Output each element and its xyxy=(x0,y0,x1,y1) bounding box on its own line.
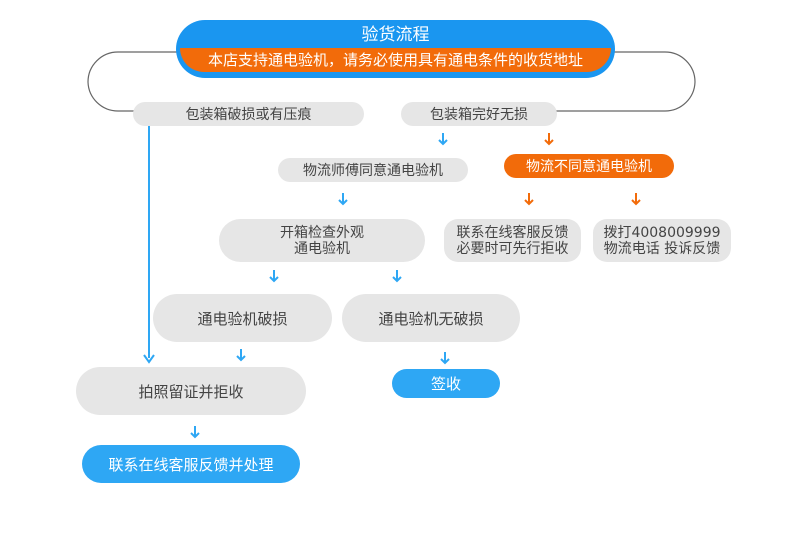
node-courier-refuses-label: 物流不同意通电验机 xyxy=(526,159,652,175)
node-photo-reject-label: 拍照留证并拒收 xyxy=(138,382,244,401)
node-courier-refuses: 物流不同意通电验机 xyxy=(504,154,674,178)
arrow-down-icon xyxy=(440,352,450,365)
damaged-branch-arrowhead xyxy=(143,354,155,364)
outer-loop-line xyxy=(87,51,178,112)
arrow-down-icon xyxy=(269,270,279,283)
node-contact-handle: 联系在线客服反馈并处理 xyxy=(82,445,300,483)
header-box: 验货流程 本店支持通电验机，请务必使用具有通电条件的收货地址 xyxy=(176,20,615,78)
arrow-down-icon xyxy=(544,133,554,146)
node-courier-agrees-label: 物流师傅同意通电验机 xyxy=(303,163,443,179)
node-sign-receive-label: 签收 xyxy=(430,375,461,393)
node-contact-service-line1: 联系在线客服反馈 xyxy=(456,224,569,241)
node-power-test-damaged: 通电验机破损 xyxy=(153,294,332,342)
node-call-hotline-line2: 物流电话 投诉反馈 xyxy=(603,240,721,257)
arrow-down-icon xyxy=(631,193,641,206)
arrow-down-icon xyxy=(392,270,402,283)
node-open-check-line2: 通电验机 xyxy=(294,240,350,257)
node-photo-reject: 拍照留证并拒收 xyxy=(76,367,306,415)
arrow-down-icon xyxy=(338,193,348,206)
arrow-down-icon xyxy=(236,349,246,362)
node-contact-service-line2: 必要时可先行拒收 xyxy=(456,240,569,257)
node-sign-receive: 签收 xyxy=(392,369,500,398)
header-notice: 本店支持通电验机，请务必使用具有通电条件的收货地址 xyxy=(180,48,611,72)
node-box-intact: 包装箱完好无损 xyxy=(401,102,557,126)
header-title: 验货流程 xyxy=(361,25,430,45)
arrow-down-icon xyxy=(524,193,534,206)
outer-loop-line-right xyxy=(556,51,696,112)
arrow-down-icon xyxy=(190,426,200,439)
node-open-check-line1: 开箱检查外观 xyxy=(280,224,364,241)
arrow-down-icon xyxy=(438,133,448,146)
node-call-hotline: 拨打4008009999 物流电话 投诉反馈 xyxy=(593,219,731,262)
node-power-test-ok: 通电验机无破损 xyxy=(342,294,520,342)
node-contact-service: 联系在线客服反馈 必要时可先行拒收 xyxy=(444,219,581,262)
node-box-damaged-label: 包装箱破损或有压痕 xyxy=(185,107,312,123)
node-box-damaged: 包装箱破损或有压痕 xyxy=(133,102,364,126)
node-contact-handle-label: 联系在线客服反馈并处理 xyxy=(108,455,274,474)
node-open-check: 开箱检查外观 通电验机 xyxy=(219,219,425,262)
node-call-hotline-line1: 拨打4008009999 xyxy=(603,224,721,241)
node-power-test-ok-label: 通电验机无破损 xyxy=(378,309,484,328)
node-power-test-damaged-label: 通电验机破损 xyxy=(197,309,288,328)
node-courier-agrees: 物流师傅同意通电验机 xyxy=(278,158,468,182)
node-box-intact-label: 包装箱完好无损 xyxy=(430,107,528,123)
